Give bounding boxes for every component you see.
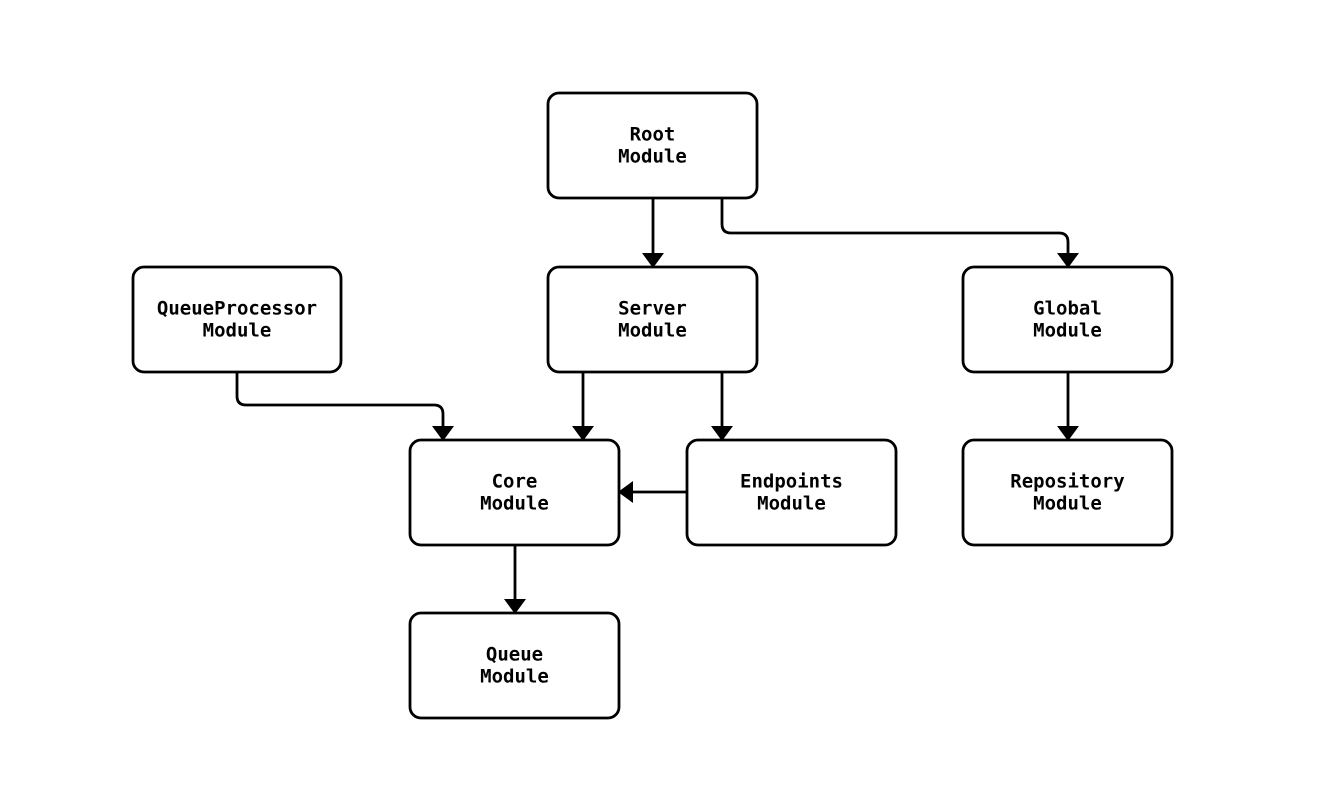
node-box-server [546, 265, 759, 374]
edge-root-to-global [720, 198, 1079, 268]
edges-layer [235, 198, 1079, 614]
node-box-root [546, 91, 759, 200]
node-box-queueprocessor [131, 265, 343, 374]
node-box-global [961, 265, 1174, 374]
node-box-queue [408, 611, 621, 720]
node-box-core [408, 438, 621, 547]
node-box-endpoints [685, 438, 898, 547]
edge-queueprocessor-to-core [235, 372, 454, 441]
node-box-repository [961, 438, 1174, 547]
